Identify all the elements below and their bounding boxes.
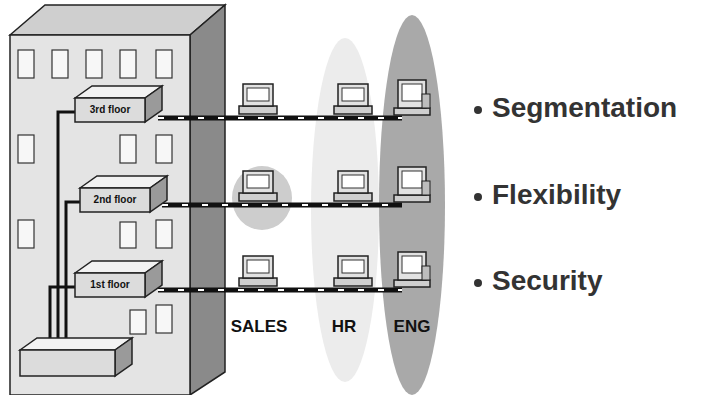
group-label: SALES — [231, 318, 288, 337]
hr-region — [311, 38, 379, 382]
benefit-item: Segmentation — [492, 93, 677, 124]
benefit-item: Flexibility — [492, 180, 621, 211]
benefit-item: Security — [492, 266, 603, 297]
sales-region — [232, 166, 292, 230]
floor-label: 1st floor — [90, 279, 129, 290]
floor-label: 2nd floor — [94, 194, 137, 205]
group-label: HR — [332, 318, 357, 337]
group-label: ENG — [394, 318, 431, 337]
floor-label: 3rd floor — [90, 104, 131, 115]
